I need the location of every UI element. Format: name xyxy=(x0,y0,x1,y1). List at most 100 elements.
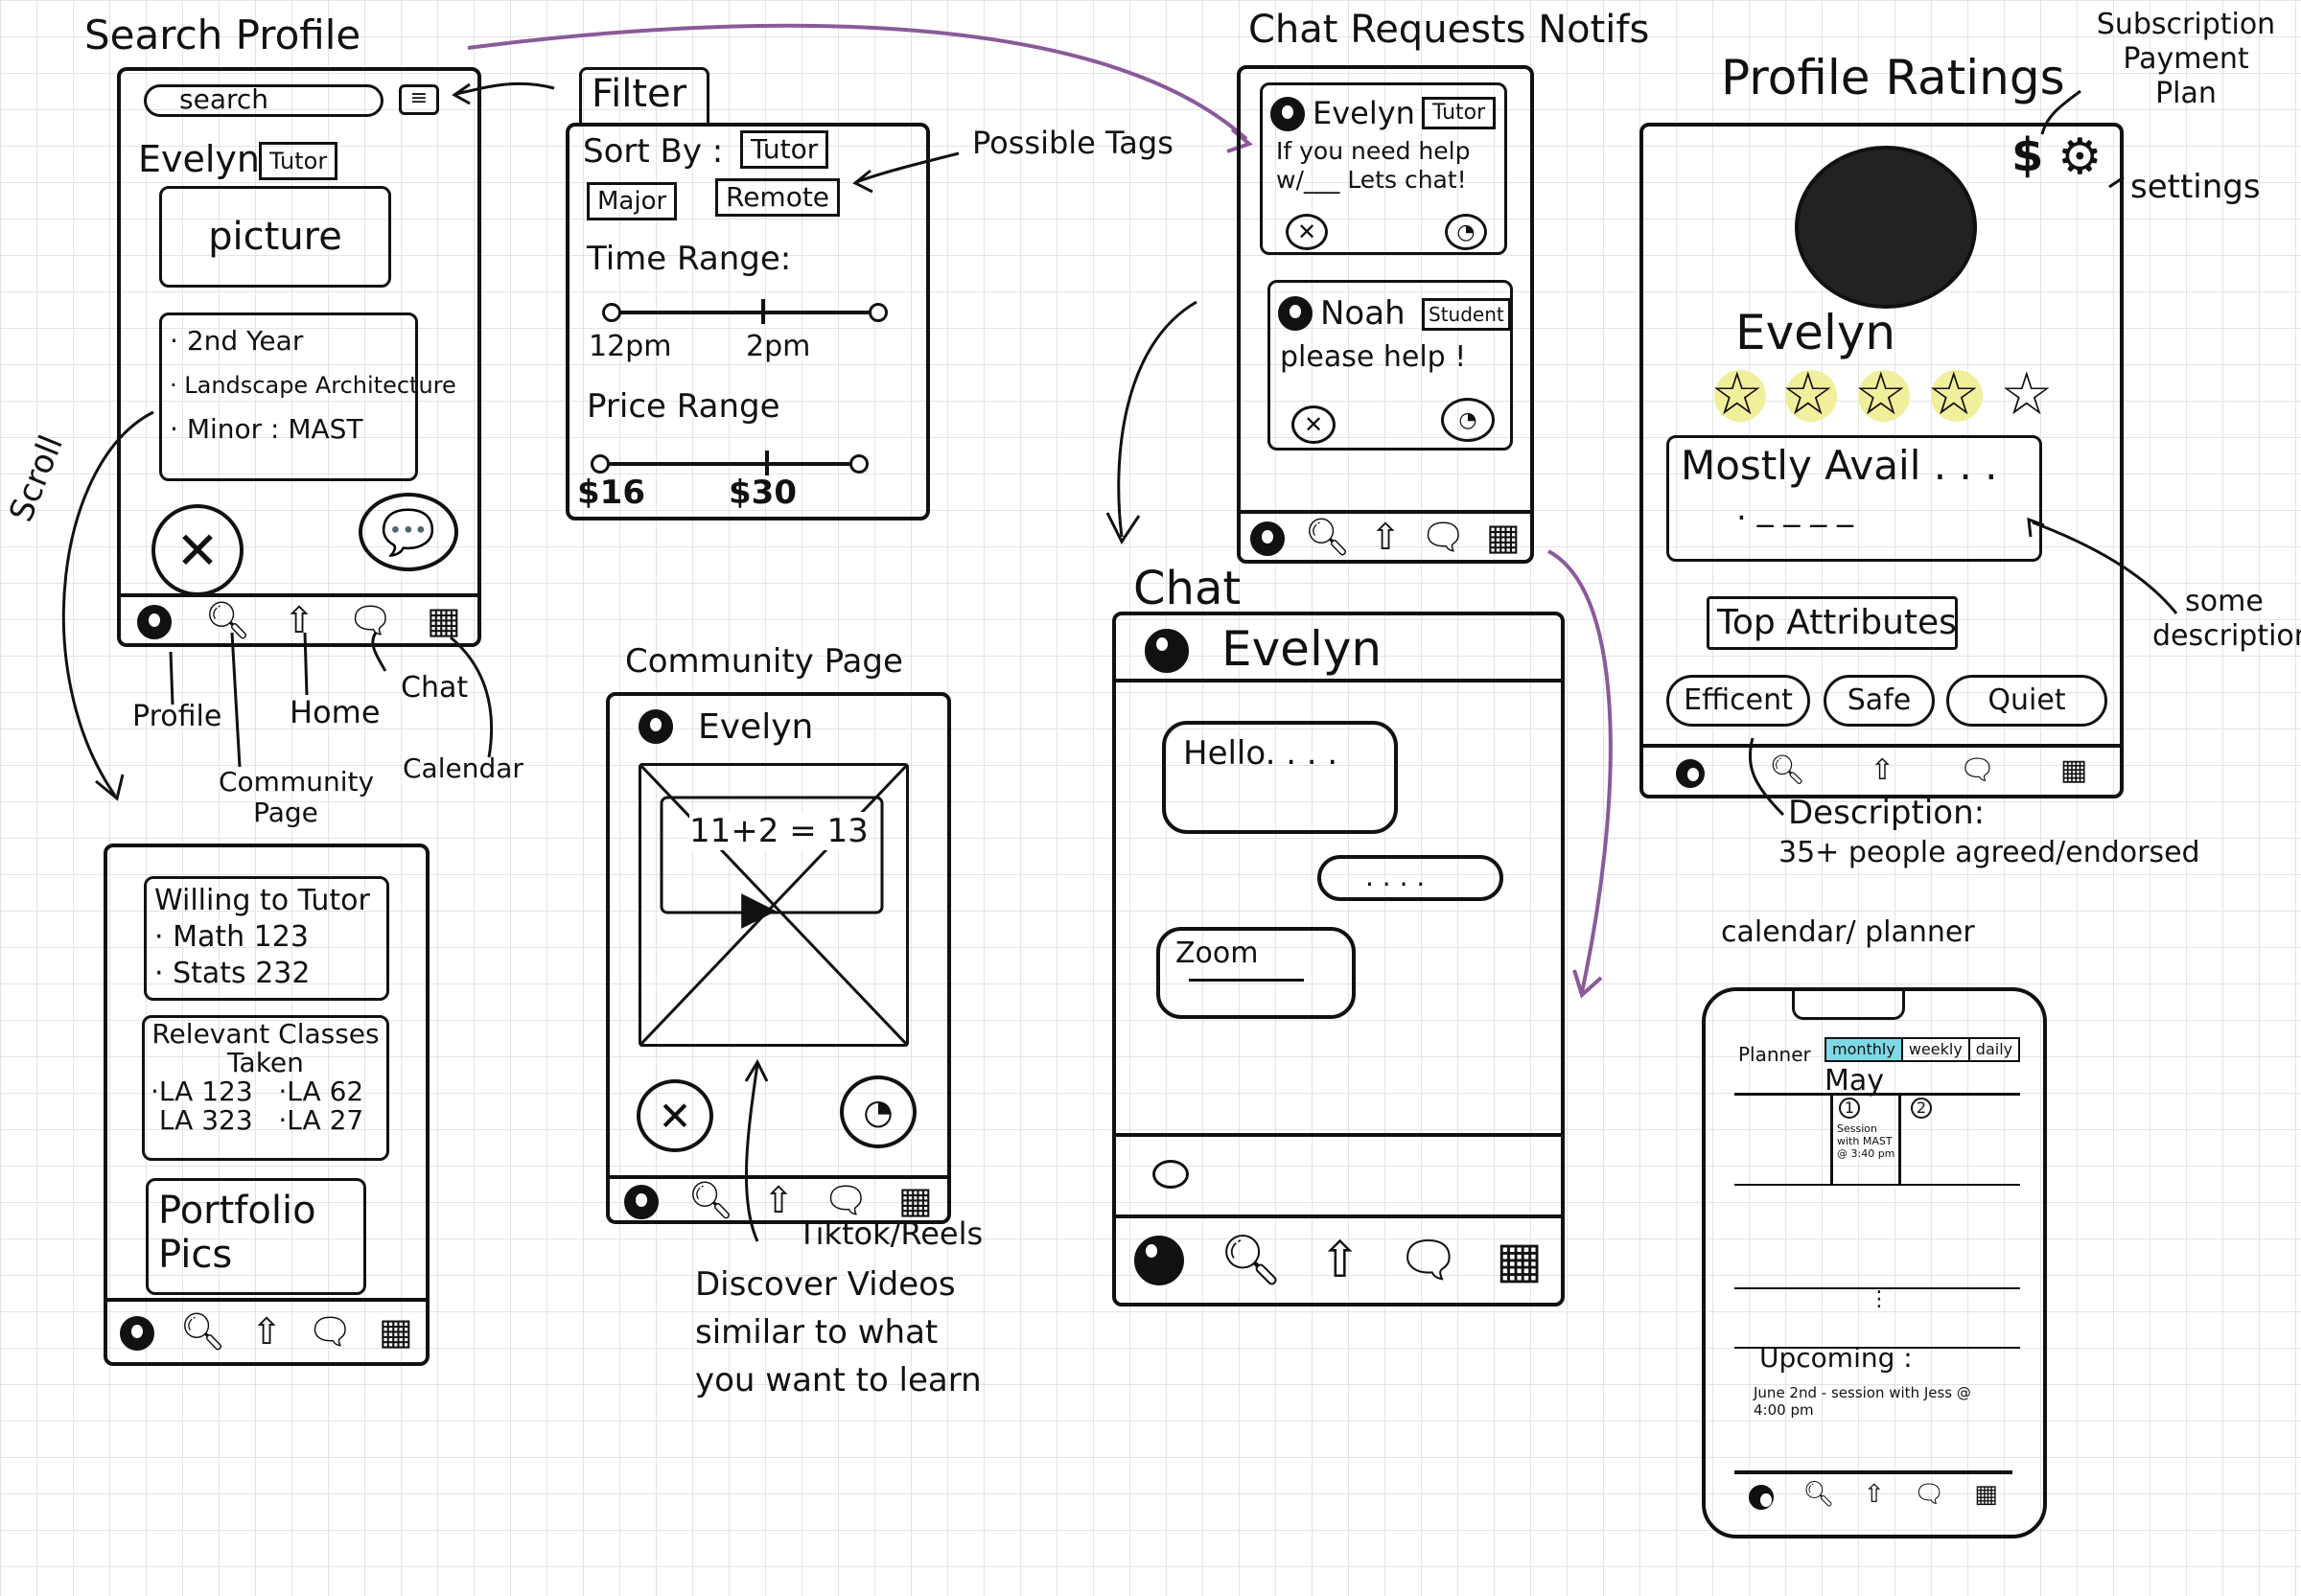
arrow-subscription xyxy=(2040,89,2081,135)
chat-bubble-icon: ◔ xyxy=(1456,220,1476,244)
search-nav-icon[interactable]: 🔍︎ xyxy=(1802,1480,1835,1509)
ratings-title: Profile Ratings xyxy=(1721,50,2065,105)
community-screen: Evelyn 11+2 = 13 ▶ ✕ ◔ 🔍︎ ⇧ 🗨︎ ▦ xyxy=(606,692,951,1224)
chat-bubble-icon: 💬 xyxy=(381,505,436,558)
calendar-nav-icon[interactable]: ▦ xyxy=(1974,1480,1998,1509)
decline-button[interactable]: ✕ xyxy=(1286,214,1328,250)
filter-tag-major[interactable]: Major xyxy=(587,182,678,220)
calendar-nav-icon[interactable]: ▦ xyxy=(426,599,461,641)
home-nav-icon[interactable]: ⇧ xyxy=(763,1179,794,1221)
calendar-nav-icon[interactable]: ▦ xyxy=(2059,753,2088,787)
calendar-nav-icon[interactable]: ▦ xyxy=(378,1310,413,1353)
search-bar[interactable]: search xyxy=(144,83,384,117)
search-nav-icon[interactable]: 🔍︎ xyxy=(1220,1232,1284,1289)
price-range-slider[interactable] xyxy=(591,451,869,475)
price-min-label: $16 xyxy=(577,474,645,512)
profile-nav-icon[interactable] xyxy=(137,601,173,639)
purple-arrow-to-chat xyxy=(1547,549,1613,993)
skip-button[interactable]: ✕ xyxy=(637,1079,713,1152)
upcoming-item[interactable]: June 2nd - session with Jess @ 4:00 pm xyxy=(1754,1384,1971,1419)
tab-weekly[interactable]: weekly xyxy=(1903,1039,1970,1060)
subscription-dollar-icon[interactable]: $ xyxy=(2011,128,2044,182)
chat-nav-icon[interactable]: 🗨︎ xyxy=(347,599,394,641)
chat-button[interactable]: 💬 xyxy=(359,493,458,571)
play-icon[interactable]: ▶ xyxy=(741,881,777,935)
notif-tag: Tutor xyxy=(1422,97,1497,129)
time-range-slider[interactable] xyxy=(602,299,888,324)
search-nav-icon[interactable]: 🔍︎ xyxy=(204,599,251,641)
home-nav-icon[interactable]: ⇧ xyxy=(284,599,314,641)
top-attributes-header: Top Attributes xyxy=(1707,596,1958,650)
profile-name: Evelyn xyxy=(138,138,261,180)
profile-nav-icon[interactable] xyxy=(624,1181,660,1219)
profile-nav-icon[interactable] xyxy=(1250,518,1286,556)
search-nav-icon[interactable]: 🔍︎ xyxy=(179,1310,226,1353)
profile-nav-icon[interactable] xyxy=(120,1312,155,1351)
tab-monthly[interactable]: monthly xyxy=(1826,1039,1903,1060)
accept-chat-button[interactable]: ◔ xyxy=(1441,398,1495,442)
chat-contact-name: Evelyn xyxy=(1221,621,1383,677)
search-input[interactable]: search xyxy=(179,83,269,115)
chat-nav-icon[interactable]: 🗨︎ xyxy=(307,1310,354,1353)
arrow-discover xyxy=(744,1063,759,1242)
search-profile-screen: search ≡ Evelyn Tutor picture · 2nd Year… xyxy=(117,67,481,647)
filter-tag-remote[interactable]: Remote xyxy=(715,178,841,217)
chat-nav-icon[interactable]: 🗨︎ xyxy=(1420,516,1467,558)
filter-tag-tutor[interactable]: Tutor xyxy=(740,130,829,169)
community-name: Evelyn xyxy=(698,707,814,747)
home-nav-icon[interactable]: ⇧ xyxy=(1318,1232,1361,1289)
slider-handle-min[interactable] xyxy=(602,303,621,322)
decline-button[interactable]: ✕ xyxy=(1291,405,1336,444)
some-description-label: some description xyxy=(2152,585,2301,653)
chat-title: Chat xyxy=(1133,562,1242,615)
search-nav-icon[interactable]: 🔍︎ xyxy=(1304,516,1351,558)
filter-panel: Sort By : Tutor Major Remote Time Range:… xyxy=(566,123,930,520)
close-icon: ✕ xyxy=(1296,219,1317,245)
tab-daily[interactable]: daily xyxy=(1975,1040,2013,1058)
availability-box: Mostly Avail . . . . _ _ _ _ xyxy=(1666,435,2042,562)
home-nav-icon[interactable]: ⇧ xyxy=(1370,516,1401,558)
slider-handle-max[interactable] xyxy=(849,454,869,474)
attach-icon[interactable] xyxy=(1152,1160,1189,1189)
message-bubble-received: Zoom xyxy=(1156,927,1356,1019)
calendar-nav-icon[interactable]: ▦ xyxy=(897,1179,933,1221)
home-nav-icon[interactable]: ⇧ xyxy=(251,1310,282,1353)
rating-stars: ☆ ☆ ☆ ☆ ☆ xyxy=(1710,364,2075,431)
filter-menu-icon[interactable]: ≡ xyxy=(399,84,439,115)
classes-box: Relevant Classes Taken ·LA 123 ·LA 62 LA… xyxy=(142,1015,389,1161)
ratings-screen: $ ⚙ Evelyn ☆ ☆ ☆ ☆ ☆ Mostly Avail . . . … xyxy=(1639,123,2124,798)
video-frame[interactable]: 11+2 = 13 ▶ xyxy=(639,763,909,1047)
slider-handle-min[interactable] xyxy=(591,454,610,474)
profile-nav-icon[interactable] xyxy=(1749,1476,1775,1513)
notif-card[interactable]: Noah Student please help ! ✕ ◔ xyxy=(1267,280,1513,451)
profile-nav-icon[interactable] xyxy=(1675,752,1705,789)
subscription-label: Subscription Payment Plan xyxy=(2096,8,2276,110)
message-input[interactable] xyxy=(1116,1133,1561,1210)
calendar-nav-icon[interactable]: ▦ xyxy=(1496,1232,1544,1289)
chat-bubble-icon: ◔ xyxy=(1458,407,1477,432)
chat-nav-icon[interactable]: 🗨︎ xyxy=(823,1179,870,1221)
gear-icon[interactable]: ⚙ xyxy=(2057,128,2103,186)
calendar-event[interactable]: Session with MAST @ 3:40 pm xyxy=(1837,1122,1895,1160)
profile-nav-icon[interactable] xyxy=(1133,1236,1184,1285)
chat-nav-icon[interactable]: 🗨︎ xyxy=(1959,753,1996,787)
accept-chat-button[interactable]: ◔ xyxy=(1445,214,1487,250)
search-nav-icon[interactable]: 🔍︎ xyxy=(1769,753,1806,787)
home-nav-icon[interactable]: ⇧ xyxy=(1870,753,1894,787)
reject-button[interactable]: ✕ xyxy=(151,504,244,596)
slider-handle-max[interactable] xyxy=(869,303,888,322)
chat-nav-icon[interactable]: 🗨︎ xyxy=(1913,1480,1945,1509)
message-bubble-sent: . . . . xyxy=(1317,855,1503,901)
detail-item: · 2nd Year xyxy=(170,325,304,357)
calendar-cell[interactable]: 1 Session with MAST @ 3:40 pm xyxy=(1830,1096,1901,1184)
calendar-nav-icon[interactable]: ▦ xyxy=(1485,516,1521,558)
chat-nav-icon[interactable]: 🗨︎ xyxy=(1396,1232,1460,1289)
calendar-cell[interactable]: 2 xyxy=(1901,1096,1972,1184)
home-nav-icon[interactable]: ⇧ xyxy=(1863,1480,1885,1509)
chat-button[interactable]: ◔ xyxy=(840,1076,917,1148)
picture-box: picture xyxy=(159,186,391,288)
detail-item: · Minor : MAST xyxy=(170,413,363,445)
search-nav-icon[interactable]: 🔍︎ xyxy=(687,1179,734,1221)
close-icon: ✕ xyxy=(1303,411,1324,438)
notif-card[interactable]: Evelyn Tutor If you need help w/___ Lets… xyxy=(1260,82,1507,255)
